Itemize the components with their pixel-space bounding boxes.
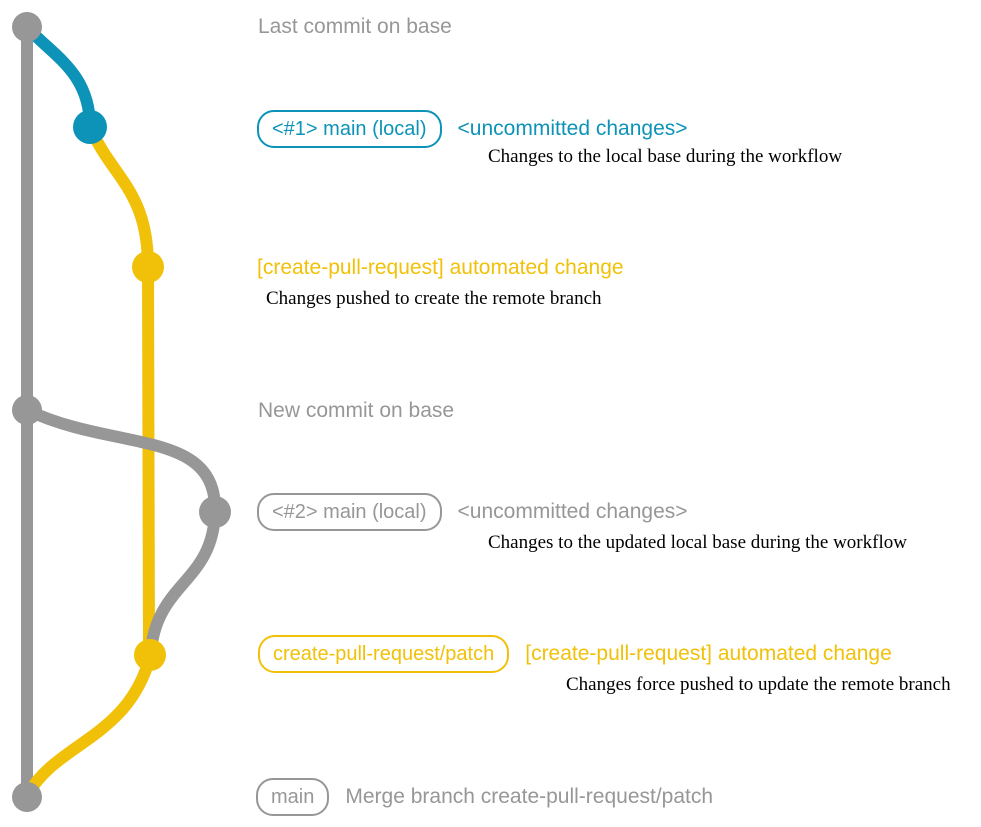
branch-tag-main: main: [256, 778, 330, 816]
commit-row-automated-change-2: create-pull-request/patch [create-pull-r…: [258, 635, 892, 673]
commit-row-main-local-2: <#2> main (local) <uncommitted changes>: [257, 493, 688, 531]
branch-curve-main-local-2: [21, 404, 222, 518]
commit-dot-main-local-1: [73, 110, 107, 144]
commit-message: [create-pull-request] automated change: [257, 256, 624, 279]
commit-message: Last commit on base: [258, 15, 452, 38]
branch-curve-patch-merge-to-base: [22, 651, 156, 800]
annotation-note: Changes to the updated local base during…: [488, 532, 907, 553]
commit-dot-automated-change-2: [134, 639, 166, 671]
commit-dot-automated-change-1: [132, 251, 164, 283]
commit-message: New commit on base: [258, 399, 455, 422]
annotation-note: Changes force pushed to update the remot…: [566, 674, 951, 695]
branch-curve-patch-from-main: [84, 121, 154, 273]
branch-tag-main-local-2: <#2> main (local): [257, 493, 442, 531]
branch-curve-main-2-to-patch: [145, 506, 221, 656]
commit-message: <uncommitted changes>: [457, 117, 688, 140]
branch-tag-main-local-1: <#1> main (local): [257, 110, 442, 148]
branch-line-patch-vertical: [142, 261, 155, 661]
commit-dot-main-local-2: [199, 496, 231, 528]
commit-row-main-local-1: <#1> main (local) <uncommitted changes>: [257, 110, 688, 148]
commit-row-merge: main Merge branch create-pull-request/pa…: [256, 778, 713, 816]
commit-dot-last-base: [12, 12, 42, 42]
annotation-note: Changes to the local base during the wor…: [488, 146, 843, 167]
branch-curve-main-local-1: [21, 21, 96, 133]
annotation-note: Changes pushed to create the remote bran…: [266, 288, 602, 309]
commit-message: [create-pull-request] automated change: [525, 642, 892, 665]
commit-dot-merge: [12, 782, 42, 812]
commit-row-automated-change-1: [create-pull-request] automated change: [257, 256, 624, 280]
commit-row-new-base: New commit on base: [258, 399, 454, 423]
branch-tag-create-pull-request-patch: create-pull-request/patch: [258, 635, 510, 673]
commit-row-last-base: Last commit on base: [258, 15, 452, 39]
commit-dot-new-base: [12, 395, 42, 425]
commit-message: <uncommitted changes>: [457, 500, 688, 523]
commit-message: Merge branch create-pull-request/patch: [345, 785, 714, 808]
